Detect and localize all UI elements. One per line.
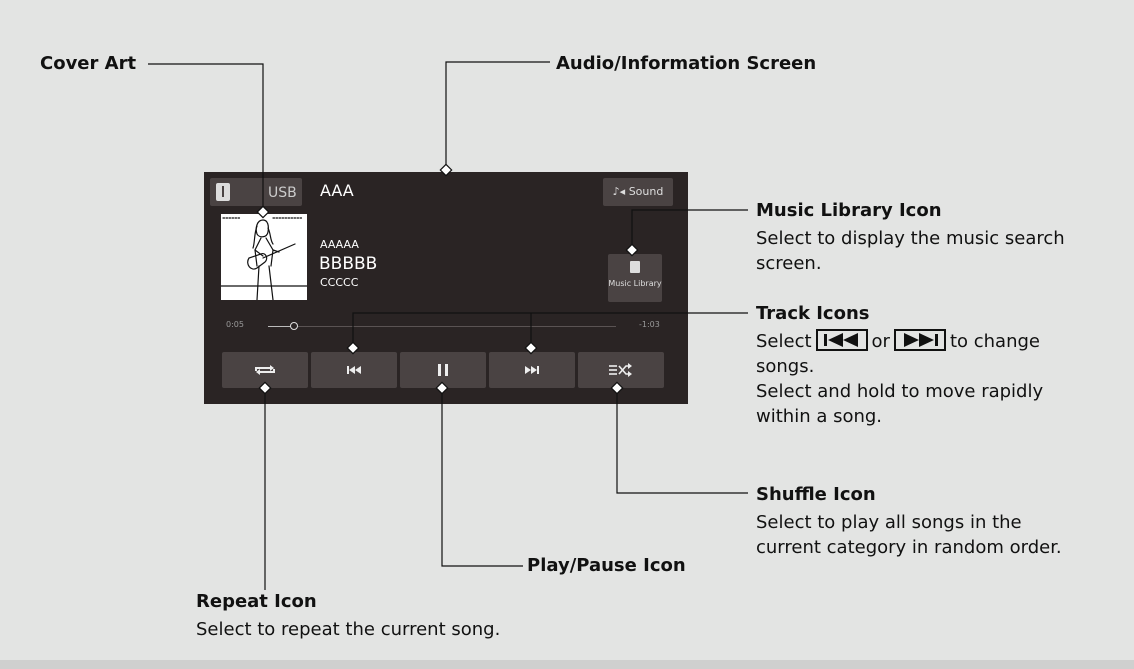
callout-shuffle-desc-1: Select to play all songs in the bbox=[756, 512, 1022, 533]
audio-information-screen: USB AAA ♪◂ Sound AAAAA bbox=[204, 172, 688, 404]
play-pause-button[interactable] bbox=[400, 352, 486, 388]
skip-forward-button[interactable] bbox=[489, 352, 575, 388]
callout-track-desc-3: within a song. bbox=[756, 406, 883, 427]
shuffle-icon bbox=[609, 363, 632, 377]
callout-shuffle: Shuffle Icon bbox=[756, 484, 876, 505]
source-usb-button[interactable]: USB bbox=[210, 178, 302, 206]
callout-track-desc-2: Select and hold to move rapidly bbox=[756, 381, 1044, 402]
inline-skip-back-icon bbox=[815, 329, 868, 351]
track-change-word: to change bbox=[949, 331, 1040, 352]
sound-button[interactable]: ♪◂ Sound bbox=[603, 178, 673, 206]
elapsed-time: 0:05 bbox=[226, 320, 244, 329]
callout-music-library: Music Library Icon bbox=[756, 200, 942, 221]
progress-fill bbox=[268, 326, 294, 327]
cover-art bbox=[221, 214, 307, 300]
artist-name: AAAAA bbox=[320, 238, 359, 251]
inline-skip-forward-icon bbox=[893, 329, 946, 351]
repeat-icon bbox=[255, 365, 275, 375]
callout-track-desc-1: songs. bbox=[756, 356, 815, 377]
progress-knob[interactable] bbox=[289, 322, 298, 330]
sound-label: Sound bbox=[628, 185, 664, 198]
music-library-icon bbox=[630, 261, 640, 273]
callout-cover-art: Cover Art bbox=[40, 53, 137, 74]
note-speaker-icon: ♪◂ bbox=[612, 185, 629, 198]
track-or-word: or bbox=[871, 331, 890, 352]
callout-audio-screen: Audio/Information Screen bbox=[556, 53, 817, 74]
shuffle-button[interactable] bbox=[578, 352, 664, 388]
callout-track: Track Icons bbox=[756, 303, 870, 324]
callout-repeat: Repeat Icon bbox=[196, 591, 317, 612]
callout-play-pause: Play/Pause Icon bbox=[527, 555, 686, 576]
callout-shuffle-desc-2: current category in random order. bbox=[756, 537, 1062, 558]
skip-back-button[interactable] bbox=[311, 352, 397, 388]
repeat-button[interactable] bbox=[222, 352, 308, 388]
track-select-word: Select bbox=[756, 331, 812, 352]
music-library-label: Music Library bbox=[608, 279, 662, 288]
progress-bar[interactable] bbox=[268, 322, 616, 330]
source-label: USB bbox=[268, 185, 297, 201]
bottom-rule bbox=[0, 660, 1134, 669]
album-name: BBBBB bbox=[319, 254, 378, 274]
callout-repeat-desc-1: Select to repeat the current song. bbox=[196, 619, 501, 640]
callout-music-library-desc-2: screen. bbox=[756, 253, 822, 274]
track-title: AAA bbox=[320, 181, 354, 200]
remaining-time: -1:03 bbox=[639, 320, 660, 329]
pause-icon bbox=[438, 364, 448, 376]
guitarist-illustration bbox=[221, 217, 307, 300]
skip-back-icon bbox=[347, 366, 361, 374]
callout-track-line-1: Select or to change bbox=[756, 329, 1040, 354]
usb-icon bbox=[216, 183, 230, 201]
song-name: CCCCC bbox=[320, 276, 359, 289]
skip-forward-icon bbox=[525, 366, 539, 374]
callout-music-library-desc-1: Select to display the music search bbox=[756, 228, 1065, 249]
music-library-button[interactable]: Music Library bbox=[608, 254, 662, 302]
